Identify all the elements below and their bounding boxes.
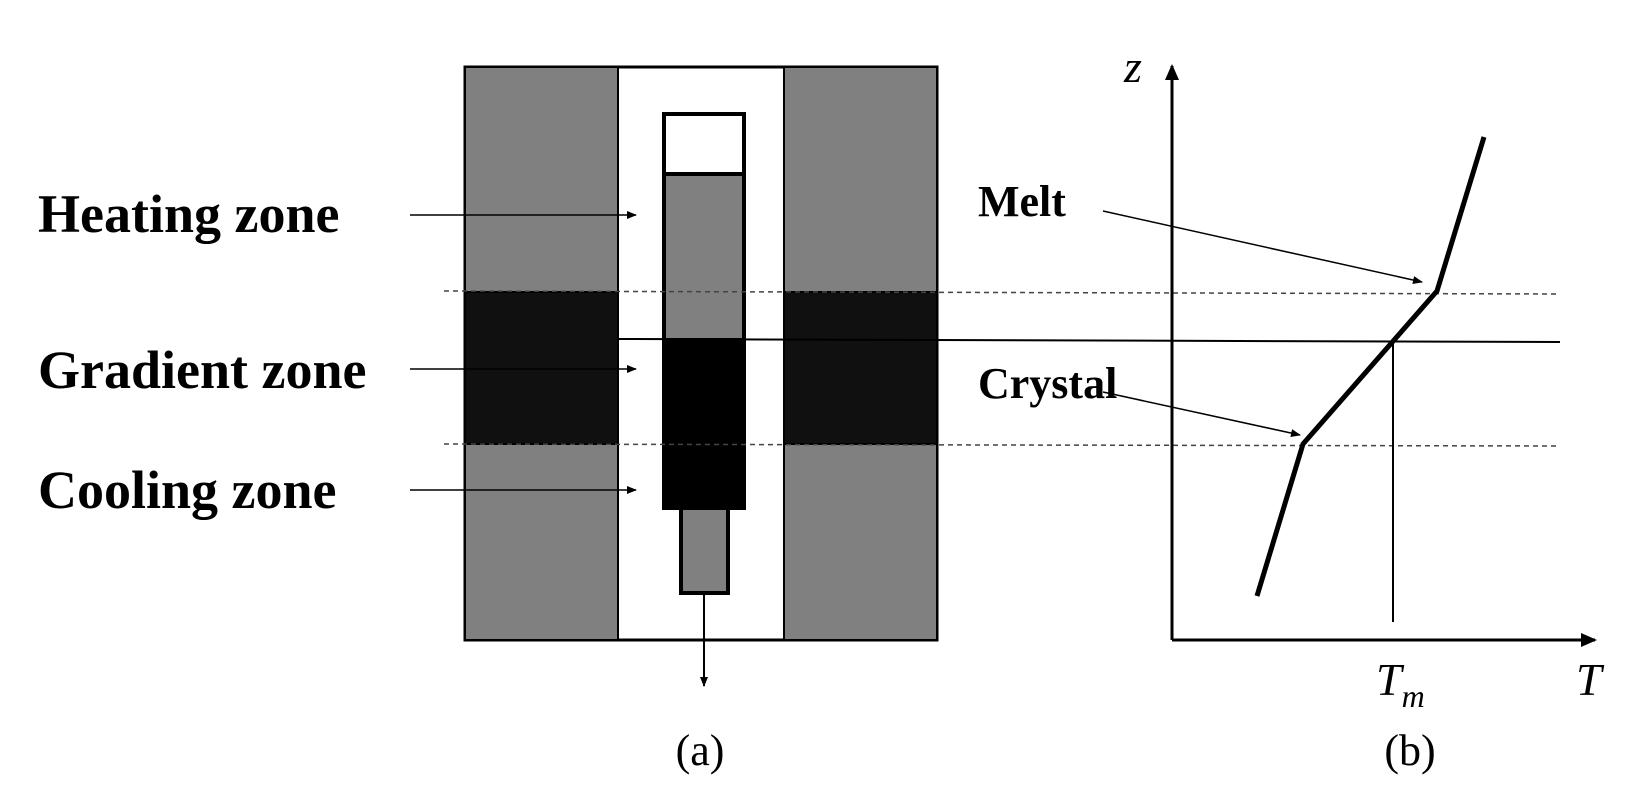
tm-label: Tm xyxy=(1376,654,1425,714)
cooling-zone-label: Cooling zone xyxy=(38,460,337,520)
caption-a: (a) xyxy=(676,726,725,775)
ampoule-empty-top xyxy=(662,112,746,176)
melt-label: Melt xyxy=(978,177,1066,226)
crystal-label: Crystal xyxy=(978,359,1117,408)
right-cooling-block xyxy=(783,443,938,641)
left-cooling-block xyxy=(464,443,619,641)
profile-plot xyxy=(1165,64,1597,647)
melt-arrow xyxy=(1102,210,1423,284)
ampoule-stem xyxy=(679,506,730,595)
right-heating-block xyxy=(783,66,938,293)
temperature-profile-curve xyxy=(1254,136,1487,597)
upper-dashed-boundary xyxy=(443,290,1561,295)
ampoule-crystal xyxy=(662,338,746,510)
t-axis-label: T xyxy=(1576,654,1605,705)
right-gradient-block xyxy=(783,291,938,445)
tm-label-sub: m xyxy=(1402,678,1425,714)
z-axis-label: z xyxy=(1123,41,1142,92)
lower-dashed-boundary xyxy=(443,443,1561,447)
left-gradient-block xyxy=(464,291,619,445)
heating-zone-label: Heating zone xyxy=(38,184,339,244)
crystal-arrow xyxy=(1102,391,1301,437)
caption-b: (b) xyxy=(1384,726,1435,775)
left-heating-block xyxy=(464,66,619,293)
gradient-zone-label: Gradient zone xyxy=(38,340,366,400)
interface-line xyxy=(617,338,1561,343)
tm-label-main: T xyxy=(1376,654,1405,705)
ampoule-melt xyxy=(662,172,746,342)
